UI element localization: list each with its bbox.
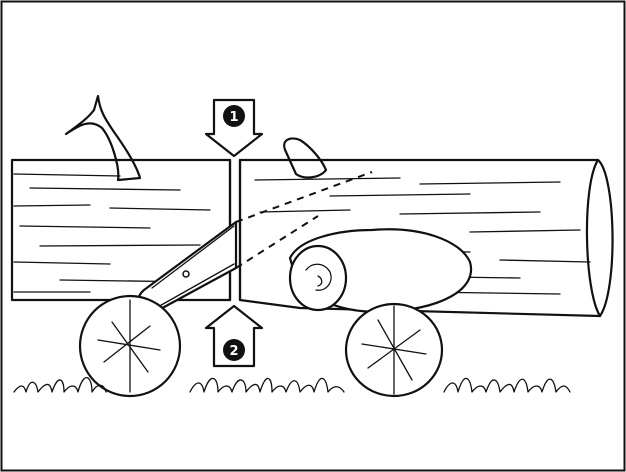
marker-1-top-cut: 1 — [206, 100, 262, 156]
support-log-left — [80, 296, 180, 396]
marker-2-bottom-cut: 2 — [206, 306, 262, 366]
marker-1-label: 1 — [229, 110, 238, 125]
cut-piece — [290, 229, 471, 312]
support-log-right — [346, 304, 442, 396]
marker-2-label: 2 — [229, 344, 238, 359]
